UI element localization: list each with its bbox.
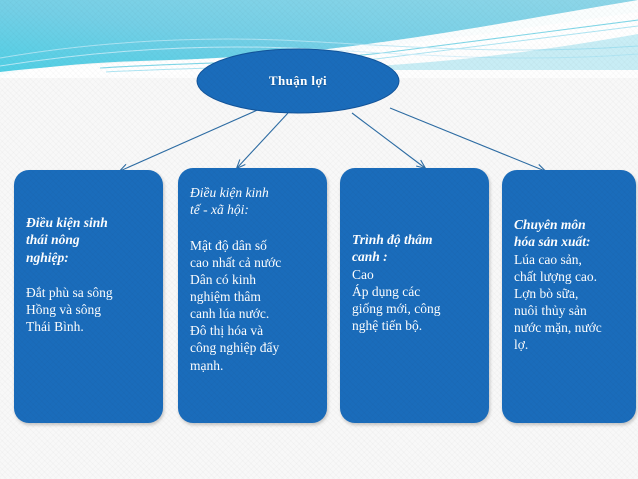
box-4-heading: Chuyên môn hóa sản xuất: xyxy=(514,217,591,250)
box-3-body: Cao Áp dụng các giống mới, công nghệ tiế… xyxy=(352,266,441,333)
box-socio-economic[interactable]: Điều kiện kinh tế - xã hội: Mật độ dân s… xyxy=(178,168,327,423)
box-1-body: Đắt phù sa sông Hồng và sông Thái Bình. xyxy=(26,284,113,335)
box-2-body: Mật độ dân số cao nhất cả nước Dân có ki… xyxy=(190,237,282,373)
title-ellipse-shape xyxy=(196,48,400,114)
arrow-to-box-1 xyxy=(118,107,263,172)
arrow-to-box-3 xyxy=(351,112,427,170)
box-specialization[interactable]: Chuyên môn hóa sản xuất: Lúa cao sản, ch… xyxy=(502,170,636,423)
box-intensive-farming[interactable]: Trình độ thâm canh : Cao Áp dụng các giố… xyxy=(340,168,489,423)
box-1-heading: Điều kiện sinh thái nông nghiệp: xyxy=(26,215,108,265)
arrow-to-box-4 xyxy=(389,107,547,172)
box-2-heading: Điều kiện kinh tế - xã hội: xyxy=(190,185,269,218)
arrow-to-box-2 xyxy=(235,112,289,170)
box-agro-ecological[interactable]: Điều kiện sinh thái nông nghiệp: Đắt phù… xyxy=(14,170,163,423)
box-3-heading: Trình độ thâm canh : xyxy=(352,232,433,265)
box-4-body: Lúa cao sản, chất lượng cao. Lợn bò sữa,… xyxy=(514,251,602,353)
title-node-label: Thuận lợi xyxy=(268,73,328,88)
